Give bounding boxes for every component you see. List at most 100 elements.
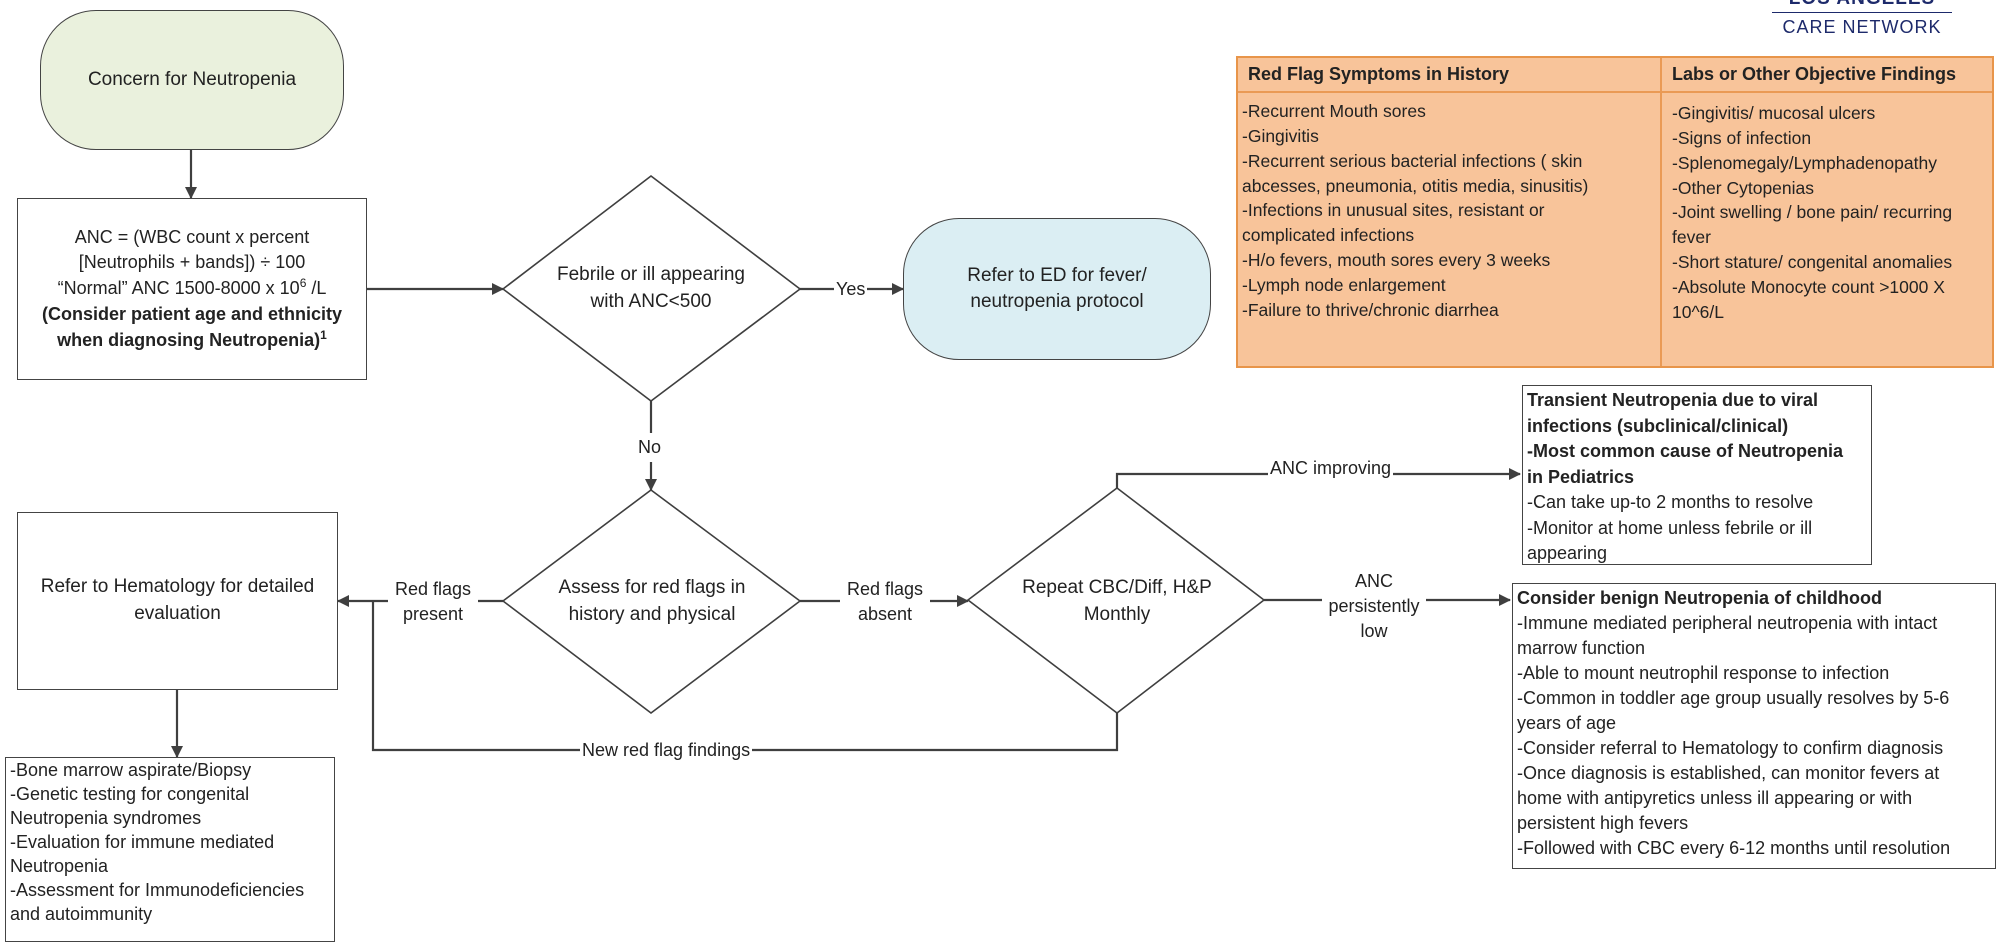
workup-line: -Assessment for Immunodeficiencies	[10, 879, 305, 900]
assess-decision-diamond	[501, 489, 802, 715]
anc-low-line3: low	[1360, 621, 1388, 642]
anc-line2: [Neutrophils + bands]) ÷ 100	[78, 252, 306, 273]
febrile-line1: Febrile or ill appearing	[557, 264, 745, 285]
benign-line: home with antipyretics unless ill appear…	[1517, 788, 1913, 809]
repeat-decision-text: Repeat CBC/Diff, H&P Monthly	[1004, 575, 1230, 628]
start-label: Concern for Neutropenia	[87, 69, 297, 91]
workup-line: Neutropenia syndromes	[10, 807, 202, 828]
transient-line: appearing	[1527, 543, 1608, 564]
febrile-decision-text: Febrile or ill appearing with ANC<500	[530, 262, 772, 315]
refer-heme-line2: evaluation	[134, 603, 221, 624]
repeat-decision-diamond	[966, 486, 1266, 715]
red-flag-history-column: Red Flag Symptoms in History -Recurrent …	[1238, 58, 1662, 366]
red-flags-present-line1: Red flags	[394, 579, 472, 599]
history-item: -Failure to thrive/chronic diarrhea	[1242, 299, 1499, 320]
lab-item: fever	[1672, 227, 1711, 248]
logo: LOS ANGELES CARE NETWORK	[1762, 0, 1962, 38]
objective-findings-column: Labs or Other Objective Findings -Gingiv…	[1662, 58, 1992, 366]
transient-line: -Can take up-to 2 months to resolve	[1527, 492, 1814, 513]
anc-low-line2: persistently	[1328, 596, 1420, 617]
assess-line1: Assess for red flags in	[558, 577, 746, 598]
history-item: complicated infections	[1242, 225, 1415, 246]
red-flag-table: Red Flag Symptoms in History -Recurrent …	[1236, 56, 1994, 368]
refer-heme-line1: Refer to Hematology for detailed	[40, 576, 315, 598]
yes-label: Yes	[834, 277, 868, 303]
repeat-line2: Monthly	[1083, 603, 1151, 625]
repeat-line1: Repeat CBC/Diff, H&P	[1022, 577, 1212, 598]
transient-neutropenia-box: Transient Neutropenia due to viral infec…	[1522, 385, 1872, 565]
workup-line: -Bone marrow aspirate/Biopsy	[10, 760, 252, 780]
start-terminal: Concern for Neutropenia	[40, 10, 344, 150]
benign-neutropenia-box: Consider benign Neutropenia of childhood…	[1512, 583, 1996, 869]
anc-improving-label: ANC improving	[1268, 456, 1394, 482]
lab-item: -Absolute Monocyte count >1000 X	[1672, 276, 1945, 297]
lab-item: -Short stature/ congenital anomalies	[1672, 252, 1953, 273]
workup-line: Neutropenia	[10, 855, 109, 876]
benign-line: marrow function	[1517, 638, 1646, 659]
benign-title: Consider benign Neutropenia of childhood	[1517, 588, 1882, 608]
anc-definition-box: ANC = (WBC count x percent [Neutrophils …	[17, 198, 367, 380]
anc-line3-unit: /L	[306, 278, 327, 299]
transient-bold-line: in Pediatrics	[1527, 466, 1635, 487]
anc-line3: “Normal” ANC 1500-8000 x 106 /L	[58, 275, 327, 301]
history-item: -Gingivitis	[1242, 125, 1319, 146]
benign-line: -Consider referral to Hematology to conf…	[1517, 738, 1944, 759]
anc-persistently-low-label: ANC persistently low	[1322, 569, 1426, 645]
logo-line2: CARE NETWORK	[1782, 17, 1942, 37]
anc-low-line1: ANC	[1354, 571, 1393, 591]
benign-line: -Immune mediated peripheral neutropenia …	[1517, 613, 1938, 634]
benign-line: years of age	[1517, 713, 1617, 734]
refer-hematology-box: Refer to Hematology for detailed evaluat…	[17, 512, 338, 690]
benign-line: -Once diagnosis is established, can moni…	[1517, 763, 1940, 784]
transient-line: -Monitor at home unless febrile or ill	[1527, 517, 1813, 538]
no-label: No	[636, 433, 664, 463]
workup-line: -Evaluation for immune mediated	[10, 831, 275, 852]
refer-ed-line1: Refer to ED for fever/	[967, 265, 1147, 287]
lab-item: -Other Cytopenias	[1672, 177, 1815, 198]
refer-ed-terminal: Refer to ED for fever/ neutropenia proto…	[903, 218, 1211, 360]
transient-bold-line: Transient Neutropenia due to viral	[1527, 390, 1819, 410]
history-item: -Lymph node enlargement	[1242, 274, 1446, 295]
anc-bold1: (Consider patient age and ethnicity	[41, 303, 343, 324]
table-cell-history: -Recurrent Mouth sores -Gingivitis -Recu…	[1238, 93, 1660, 329]
history-item: -Recurrent serious bacterial infections …	[1242, 150, 1583, 171]
history-item: abcesses, pneumonia, otitis media, sinus…	[1242, 175, 1589, 196]
anc-bold2: when diagnosing Neutropenia)1	[57, 327, 327, 353]
table-header-labs: Labs or Other Objective Findings	[1662, 58, 1992, 93]
febrile-line2: with ANC<500	[590, 290, 712, 312]
workup-line: -Genetic testing for congenital	[10, 783, 250, 804]
red-flags-present-line2: present	[402, 604, 464, 625]
anc-line3-exponent: 6	[299, 276, 307, 291]
assess-decision-text: Assess for red flags in history and phys…	[540, 575, 764, 628]
table-header-history: Red Flag Symptoms in History	[1238, 58, 1660, 93]
anc-bold2-text: when diagnosing Neutropenia)	[57, 329, 321, 350]
lab-item: 10^6/L	[1672, 301, 1725, 322]
benign-line: -Able to mount neutrophil response to in…	[1517, 663, 1890, 684]
red-flags-absent-line2: absent	[857, 604, 913, 625]
febrile-decision-diamond	[501, 174, 802, 403]
history-item: -Recurrent Mouth sores	[1242, 101, 1426, 121]
assess-line2: history and physical	[568, 603, 736, 625]
lab-item: -Splenomegaly/Lymphadenopathy	[1672, 152, 1937, 173]
new-red-flag-label: New red flag findings	[580, 738, 753, 764]
anc-line1: ANC = (WBC count x percent	[74, 227, 310, 248]
hematology-workup-box: -Bone marrow aspirate/Biopsy -Genetic te…	[5, 757, 335, 942]
red-flags-absent-label: Red flags absent	[840, 577, 930, 628]
benign-line: -Common in toddler age group usually res…	[1517, 688, 1950, 709]
anc-footnote-marker: 1	[320, 327, 327, 342]
history-item: -Infections in unusual sites, resistant …	[1242, 200, 1545, 221]
benign-line: -Followed with CBC every 6-12 months unt…	[1517, 838, 1951, 859]
red-flags-absent-line1: Red flags	[846, 579, 924, 599]
lab-item: -Gingivitis/ mucosal ulcers	[1672, 103, 1876, 123]
anc-line3-text: “Normal” ANC 1500-8000 x 10	[57, 278, 300, 299]
logo-line1: LOS ANGELES	[1762, 0, 1962, 10]
refer-ed-line2: neutropenia protocol	[970, 291, 1144, 312]
red-flags-present-label: Red flags present	[388, 577, 478, 628]
transient-bold-line: infections (subclinical/clinical)	[1527, 415, 1789, 436]
lab-item: -Joint swelling / bone pain/ recurring	[1672, 202, 1953, 223]
logo-divider	[1772, 12, 1952, 13]
transient-bold-line: -Most common cause of Neutropenia	[1527, 441, 1844, 462]
history-item: -H/o fevers, mouth sores every 3 weeks	[1242, 250, 1551, 271]
workup-line: and autoimmunity	[10, 903, 153, 924]
